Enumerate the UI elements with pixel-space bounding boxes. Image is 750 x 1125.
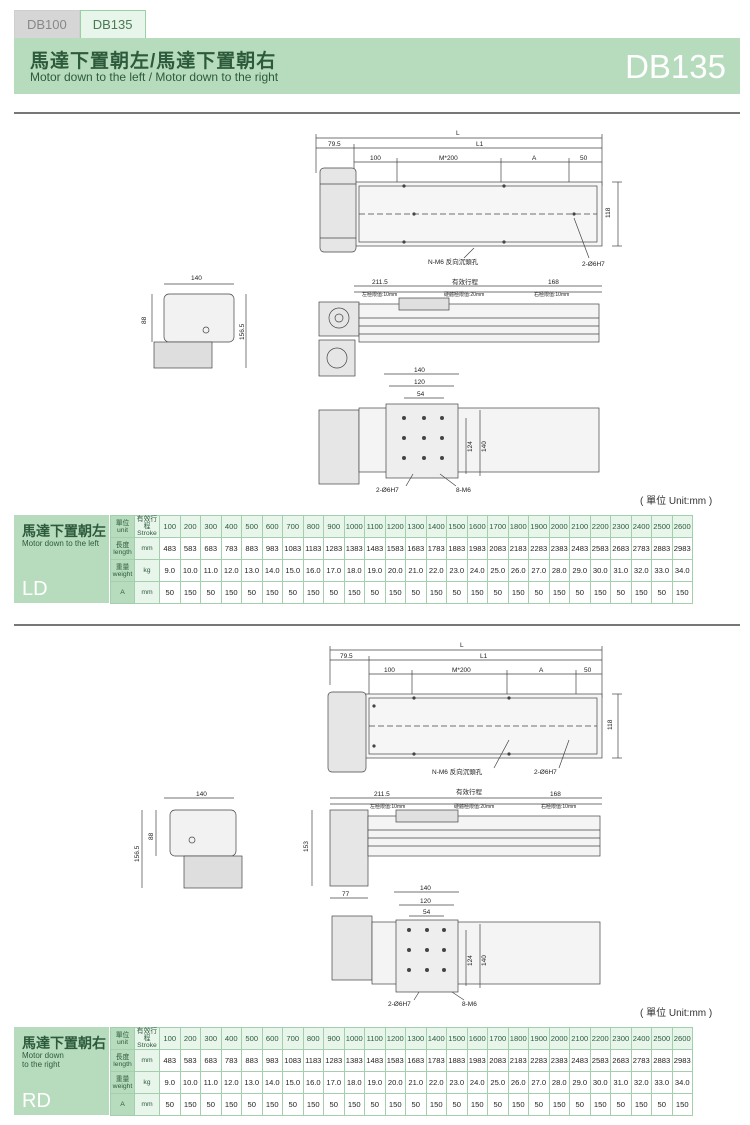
unit-note-ld: ( 單位 Unit:mm )	[640, 496, 713, 507]
rd-dim-A: A	[539, 667, 544, 674]
rd-note-2d6h7-b: 2-Ø6H7	[388, 1001, 411, 1008]
rd-dim-54: 54	[423, 909, 431, 916]
rd-dim-168: 168	[550, 791, 561, 798]
note-2d6h7: 2-Ø6H7	[582, 261, 605, 268]
dim-L: L	[456, 130, 460, 137]
rd-title-en: Motor down to the right	[22, 1051, 64, 1069]
dim-211-5: 211.5	[372, 279, 388, 286]
dim-120: 120	[414, 379, 425, 386]
rd-dim-L1: L1	[480, 653, 488, 660]
unit-note-rd: ( 單位 Unit:mm )	[640, 1008, 713, 1019]
rd-note-hard-limit: 硬體極限值:20mm	[454, 803, 494, 810]
dim-88: 88	[141, 316, 148, 324]
rd-note-left-limit: 左極限值:10mm	[370, 803, 405, 810]
page-title-cn: 馬達下置朝左/馬達下置朝右	[30, 51, 277, 72]
ld-title-en: Motor down to the left	[22, 539, 99, 548]
rd-dim-120: 120	[420, 898, 431, 905]
rd-dim-77: 77	[342, 891, 350, 898]
rd-note-nm6: N-M6 反向沉頭孔	[432, 767, 483, 776]
page-header: 馬達下置朝左/馬達下置朝右 Motor down to the left / M…	[14, 38, 740, 94]
ld-technical-drawing: L 79.5 L1 100 M*200 A 50 118 N-M6 反向沉頭孔 …	[141, 130, 622, 494]
dim-156-5: 156.5	[239, 323, 246, 340]
dim-100: 100	[370, 155, 381, 162]
dim-A: A	[532, 155, 537, 162]
divider-top	[14, 112, 740, 114]
note-right-limit: 右極限值:10mm	[534, 291, 569, 298]
rd-technical-drawing: L 79.5 L1 100 M*200 A 50 118 N-M6 反向沉頭孔 …	[134, 642, 622, 1008]
rd-note-2d6h7: 2-Ø6H7	[534, 769, 557, 776]
rd-note-right-limit: 右極限值:10mm	[541, 803, 576, 810]
rd-dim-100: 100	[384, 667, 395, 674]
dim-168: 168	[548, 279, 559, 286]
dim-stroke: 有效行程	[452, 277, 479, 286]
dim-79-5: 79.5	[328, 141, 341, 148]
dim-50: 50	[580, 155, 588, 162]
note-8m6: 8-M6	[456, 487, 471, 494]
dim-140-b: 140	[414, 367, 425, 374]
rd-dim-153: 153	[303, 841, 310, 852]
rd-dim-140-c: 140	[481, 955, 488, 966]
rd-dim-79-5: 79.5	[340, 653, 353, 660]
rd-dim-L: L	[460, 642, 464, 649]
rd-dim-50: 50	[584, 667, 592, 674]
tab-db135[interactable]: DB135	[79, 10, 146, 38]
dim-L1: L1	[476, 141, 484, 148]
dim-124: 124	[467, 441, 474, 452]
note-left-limit: 左極限值:10mm	[362, 291, 397, 298]
rd-label-block: 馬達下置朝右 Motor down to the right RD	[14, 1027, 109, 1115]
ld-label-block: 馬達下置朝左 Motor down to the left LD	[14, 515, 109, 603]
tab-db100[interactable]: DB100	[14, 10, 80, 38]
note-hard-limit: 硬體極限值:20mm	[444, 291, 484, 298]
rd-dim-140-b: 140	[420, 885, 431, 892]
rd-dim-140: 140	[196, 791, 207, 798]
rd-dim-156-5: 156.5	[134, 845, 141, 862]
rd-code: RD	[22, 1090, 51, 1112]
divider-middle	[14, 624, 740, 626]
note-2d6h7-b: 2-Ø6H7	[376, 487, 399, 494]
model-tabs: DB100 DB135	[14, 10, 146, 38]
dim-54: 54	[417, 391, 425, 398]
page-title-en: Motor down to the left / Motor down to t…	[30, 70, 279, 84]
rd-dim-M200: M*200	[452, 667, 471, 674]
note-nm6: N-M6 反向沉頭孔	[428, 257, 479, 266]
rd-dim-211-5: 211.5	[374, 791, 390, 798]
ld-code: LD	[22, 578, 48, 600]
rd-dim-88: 88	[148, 832, 155, 840]
dim-118: 118	[605, 207, 612, 218]
rd-note-8m6: 8-M6	[462, 1001, 477, 1008]
dim-140-c: 140	[481, 441, 488, 452]
ld-title-cn: 馬達下置朝左	[22, 523, 106, 539]
rd-dim-124: 124	[467, 955, 474, 966]
rd-title-cn: 馬達下置朝右	[22, 1035, 106, 1051]
dim-140: 140	[191, 275, 202, 282]
dim-M200: M*200	[439, 155, 458, 162]
rd-dim-stroke: 有效行程	[456, 787, 483, 796]
model-number: DB135	[625, 48, 726, 85]
rd-dim-118: 118	[607, 719, 614, 730]
